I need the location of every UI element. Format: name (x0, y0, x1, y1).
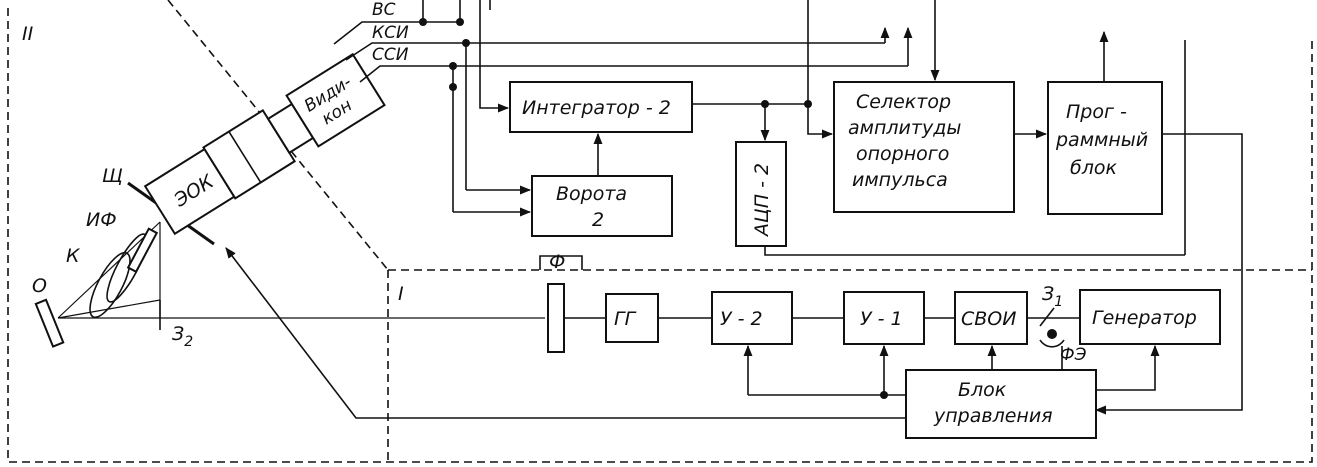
amp-2-block (711, 291, 793, 345)
amp-2-label: У - 2 (720, 308, 763, 330)
shutter-1-label: З1 (1042, 283, 1063, 310)
object-label: О (32, 275, 47, 297)
selector-label-3: опорного (856, 143, 949, 165)
selector-label-1: Селектор (856, 91, 951, 113)
selector-block (833, 81, 1015, 213)
objective-lens (89, 251, 131, 319)
program-label-1: Прог - (1066, 101, 1127, 123)
selector-label-2: амплитуды (848, 117, 961, 139)
gate-2-label-2: 2 (592, 209, 604, 231)
zone-i-label: I (398, 283, 404, 305)
selector-label-4: импульса (852, 169, 948, 191)
filter-f-label: Ф (549, 251, 565, 273)
shutter-2-label: З2 (172, 323, 193, 350)
program-block (1047, 81, 1163, 215)
signal-vs-label: ВС (372, 0, 396, 20)
control-label-2: управления (933, 405, 1053, 427)
tube-assembly: ЭОК Види- кон (143, 52, 386, 236)
integrator-2-block (509, 81, 693, 133)
optics-group: О К ИФ Щ З2 (32, 165, 545, 350)
gate-2-block (531, 175, 673, 237)
vidicon-block (285, 52, 386, 148)
control-label-1: Блок (958, 379, 1007, 401)
fe-label: ФЭ (1060, 345, 1087, 365)
adc-2-label: АЦП - 2 (751, 163, 773, 238)
filter-f (547, 283, 565, 353)
svoi-label: СВОИ (961, 308, 1016, 330)
processing-blocks: Интегратор - 2 Ворота 2 АЦП - 2 Селектор… (509, 0, 1243, 415)
object-plate (34, 298, 65, 348)
control-block (905, 369, 1097, 439)
signal-bus: ВС КСИ ССИ (333, 0, 913, 217)
lens-label: К (66, 245, 81, 267)
signal-ksi-label: КСИ (372, 23, 409, 43)
program-label-2: раммный (1055, 129, 1148, 151)
svoi-block (954, 291, 1028, 345)
interference-filter (126, 227, 159, 274)
filter-label: ИФ (86, 209, 117, 231)
gg-label: ГГ (614, 308, 637, 330)
zone-ii-label: II (22, 23, 34, 45)
generator-block (1079, 289, 1221, 345)
amp-1-block (843, 291, 925, 345)
slit-label: Щ (102, 165, 123, 187)
photo-element (1047, 329, 1057, 339)
signal-ssi-label: ССИ (372, 45, 409, 65)
generator-label: Генератор (1092, 307, 1197, 329)
integrator-2-label: Интегратор - 2 (522, 97, 671, 119)
zone-i-chain: Ф ГГ У - 2 У - 1 СВОИ Генератор З1 ФЭ Бл… (225, 247, 1221, 439)
program-label-3: блок (1070, 157, 1117, 179)
gate-2-label-1: Ворота (556, 183, 627, 205)
amp-1-label: У - 1 (860, 308, 903, 330)
gg-block (605, 293, 659, 343)
adc-2-block (735, 141, 787, 247)
